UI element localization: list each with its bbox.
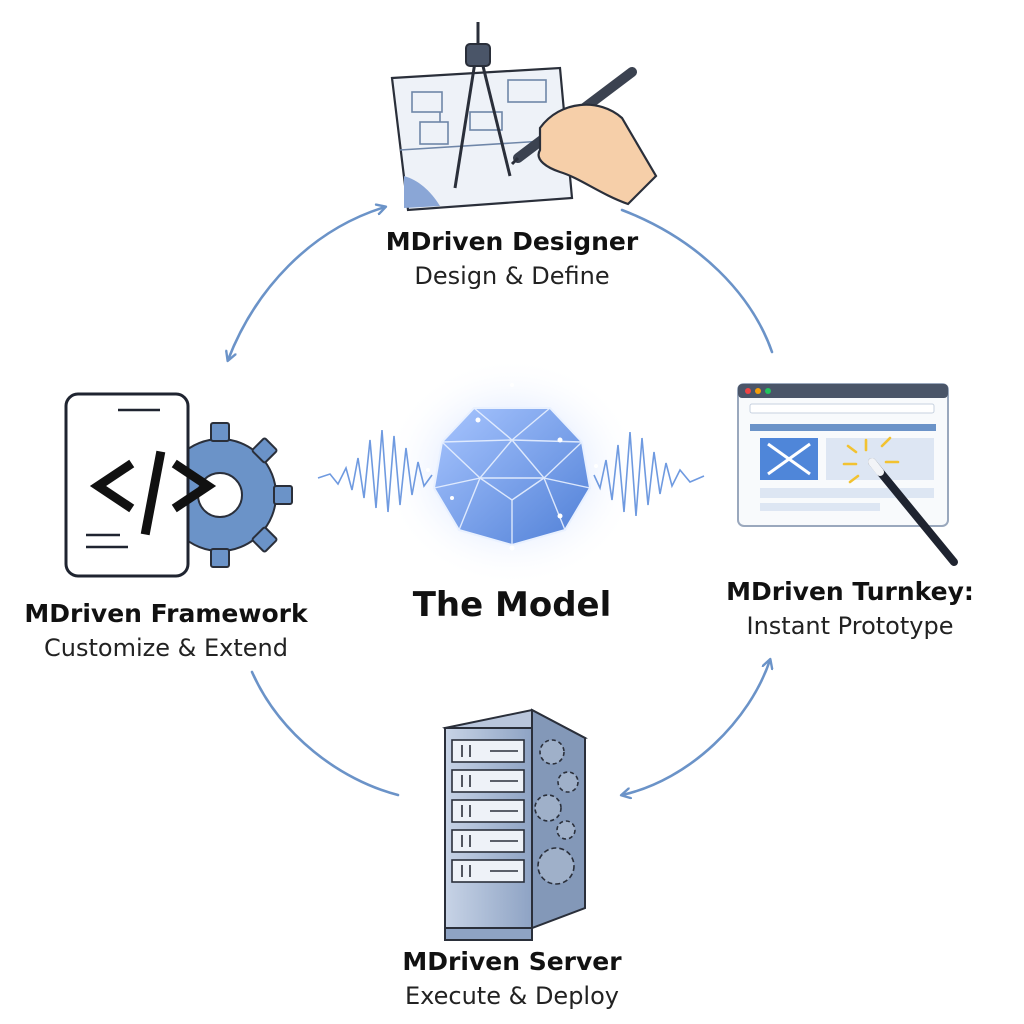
arrow-designer-turnkey [620, 208, 774, 354]
waveform-left [317, 429, 433, 513]
node-server-title: MDriven Server [402, 947, 622, 976]
cycle-arrows [228, 207, 772, 795]
arrow-turnkey-server [622, 660, 770, 795]
browser-magic-wand-icon [737, 383, 958, 566]
node-turnkey-title: MDriven Turnkey: [726, 577, 974, 606]
node-server-label: MDriven Server Execute & Deploy [362, 946, 662, 1011]
arrow-framework-server [250, 670, 400, 797]
node-designer-label: MDriven Designer Design & Define [362, 226, 662, 291]
arrow-designer-framework [228, 207, 385, 360]
node-framework-label: MDriven Framework Customize & Extend [16, 598, 316, 663]
blueprint-hand-pen-icon [390, 22, 658, 212]
code-gear-icon [64, 392, 293, 578]
node-turnkey-subtitle: Instant Prototype [746, 612, 954, 641]
center-model [317, 357, 705, 587]
node-server-subtitle: Execute & Deploy [405, 982, 619, 1011]
node-designer-title: MDriven Designer [385, 227, 639, 256]
node-framework-title: MDriven Framework [24, 599, 308, 628]
waveform-right [593, 431, 705, 517]
node-designer-subtitle: Design & Define [414, 262, 610, 291]
center-title: The Model [412, 585, 612, 625]
node-framework-subtitle: Customize & Extend [44, 634, 288, 663]
node-turnkey-label: MDriven Turnkey: Instant Prototype [700, 576, 1000, 641]
crystal-gem-icon [426, 383, 598, 551]
server-gears-icon [442, 708, 588, 941]
